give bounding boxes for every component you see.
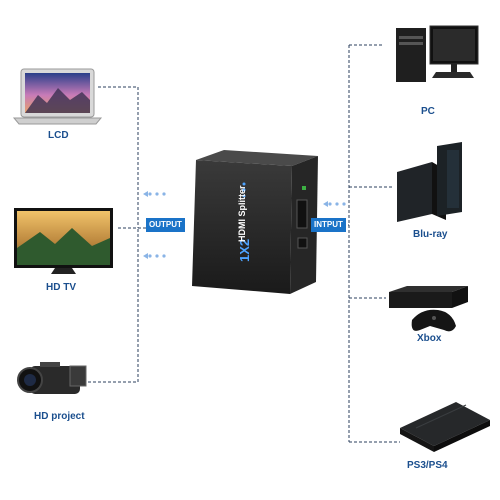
output-label-projector: HD project (34, 411, 85, 422)
output-line-projector (88, 228, 139, 383)
input-label-xbox: Xbox (417, 333, 442, 344)
input-tag: INTPUT (311, 218, 346, 232)
game-console-icon (397, 142, 462, 222)
connector-lines (88, 44, 400, 443)
output-label-hdtv: HD TV (46, 282, 76, 293)
input-label-pc: PC (421, 106, 435, 117)
xbox-console-icon (389, 286, 468, 332)
signal-dots-icon (242, 182, 246, 198)
tv-icon (14, 208, 113, 274)
ps-console-icon (400, 402, 490, 452)
hdmi-port-icon (296, 199, 308, 229)
desktop-pc-icon (396, 25, 479, 82)
camcorder-icon (17, 362, 87, 394)
signal-arrows (143, 191, 346, 259)
device-name: HDMI Splitter (237, 185, 247, 242)
device-model: 1X2 (237, 238, 252, 262)
led-indicator-icon (302, 186, 306, 190)
output-label-lcd: LCD (48, 130, 69, 141)
input-label-ps: PS3/PS4 (407, 460, 448, 471)
laptop-icon (12, 68, 103, 125)
power-port-icon (297, 237, 308, 249)
splitter-device (192, 150, 318, 294)
output-tag: OUTPUT (146, 218, 185, 232)
input-label-bluray: Blu-ray (413, 229, 448, 240)
output-line-lcd (98, 86, 139, 228)
